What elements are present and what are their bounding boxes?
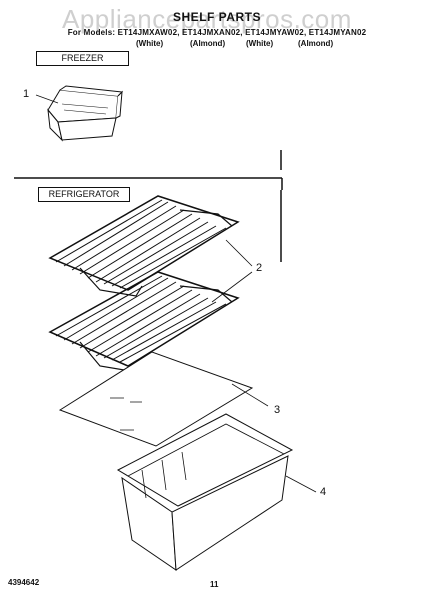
section-divider — [14, 150, 283, 262]
refrigerator-section-label: REFRIGERATOR — [38, 187, 130, 202]
glass-shelf — [58, 351, 254, 447]
callout-2: 2 — [256, 262, 263, 274]
leader-line-4 — [285, 475, 317, 493]
color-label: (White) — [136, 39, 164, 48]
wire-shelf-upper — [48, 195, 240, 297]
page-number: 11 — [210, 580, 219, 589]
page-title: SHELF PARTS — [173, 10, 261, 24]
crisper-pan — [116, 413, 294, 571]
document-number: 4394642 — [8, 578, 40, 587]
color-label: (Almond) — [298, 39, 334, 48]
callout-3: 3 — [274, 404, 281, 416]
leader-line-1 — [35, 94, 59, 104]
leader-line-3 — [231, 383, 269, 407]
color-label: (White) — [246, 39, 274, 48]
leader-line-2 — [211, 239, 253, 303]
callout-1: 1 — [23, 88, 30, 100]
color-label: (Almond) — [190, 39, 226, 48]
freezer-basket — [47, 85, 124, 142]
model-list: For Models: ET14JMXAW02, ET14JMXAN02, ET… — [67, 28, 367, 37]
watermark: Appliancepartspros.com — [62, 4, 352, 34]
freezer-section-label: FREEZER — [36, 51, 129, 66]
callout-4: 4 — [320, 486, 327, 498]
